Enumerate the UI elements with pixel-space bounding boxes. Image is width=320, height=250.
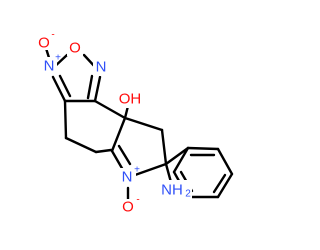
bond-c3a-n1 (51, 75, 67, 103)
charge-o-minus-top: - (51, 30, 54, 41)
atom-o-minus-top: O (38, 35, 50, 52)
bond-ph1-ph2 (186, 146, 220, 151)
bond-ch2b-c (94, 148, 113, 154)
atom-nh2: NH (161, 182, 183, 199)
bond-c-nplus-double-b (117, 144, 132, 166)
atom-nh2-subscript: 2 (185, 189, 191, 200)
bond-n3-c4-double (86, 74, 94, 100)
bonds (43, 43, 234, 205)
atom-n-plus-bottom: N (122, 169, 133, 186)
bond-ch2a-ch2b (64, 136, 98, 154)
atom-o-ring: O (69, 40, 81, 57)
bond-cph-nplus (133, 162, 168, 177)
charge-o-minus-bottom: - (136, 195, 139, 206)
bond-n3-c4 (93, 75, 102, 103)
charge-n-plus-bottom: + (134, 165, 140, 176)
atom-oh: OH (119, 91, 142, 108)
bond-cq-c-imine (110, 116, 127, 153)
bond-ph-double-2 (212, 173, 227, 194)
bond-ph3-ph4 (216, 172, 234, 199)
bond-c-nplus-double-a (110, 149, 125, 172)
bond-c3a-ch2a (63, 99, 68, 140)
bond-c3a-n1-double (58, 74, 72, 98)
bond-cph-ph1 (164, 146, 190, 166)
atom-n-plus-top: N (44, 58, 55, 75)
bond-ph1-ph-close (172, 146, 190, 174)
bond-ph2-ph3 (216, 147, 234, 176)
bond-cq-ch2 (123, 116, 164, 132)
bond-ch2-cph (160, 128, 168, 166)
bond-c4-cq (93, 99, 127, 120)
atom-o-minus-bottom: O (122, 199, 134, 216)
atom-labels: O - N + O N OH N + O - NH 2 (36, 30, 192, 216)
atom-n-ring: N (96, 59, 107, 76)
charge-n-plus-top: + (55, 53, 61, 64)
chemical-structure: O - N + O N OH N + O - NH 2 (36, 29, 234, 216)
